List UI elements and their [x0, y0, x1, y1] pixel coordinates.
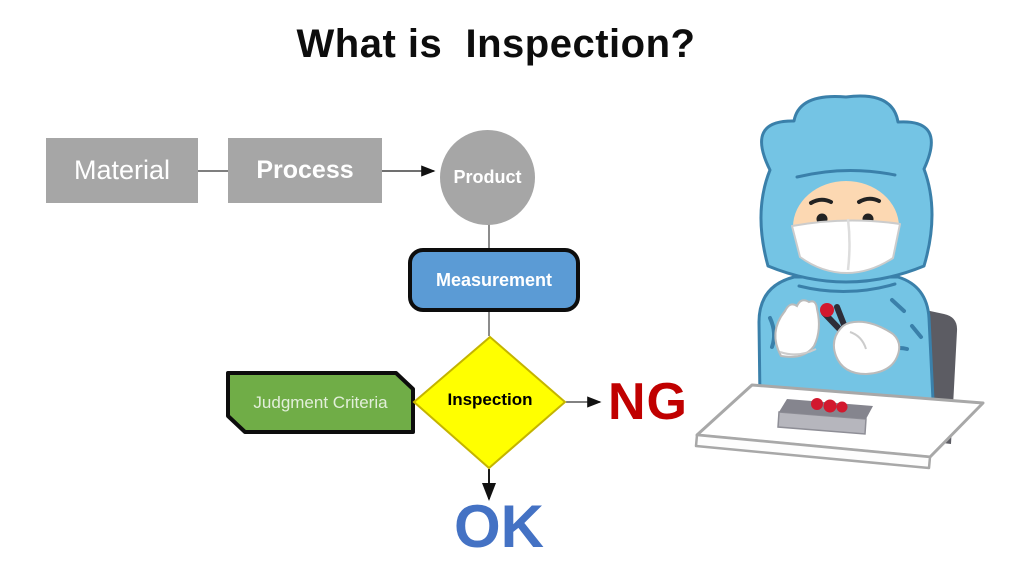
tray-part: [811, 398, 823, 410]
tray-part: [823, 399, 837, 413]
product-circle: Product: [440, 130, 535, 225]
held-part: [820, 303, 834, 317]
ng-result-label: NG: [608, 373, 688, 431]
judgment-criteria-shape: [226, 371, 415, 434]
inspection-diamond-label: Inspection: [447, 390, 533, 409]
ok-result-label: OK: [454, 492, 544, 560]
tray-part: [836, 401, 848, 413]
process-box: Process: [228, 138, 382, 203]
left-glove: [774, 299, 820, 358]
judgment-criteria-label: Judgment Criteria: [253, 392, 388, 412]
right-glove: [832, 320, 901, 376]
inspection-diamond: [412, 335, 567, 470]
parts-tray: [777, 398, 873, 435]
page-title: What is Inspection?: [296, 22, 696, 66]
cleanroom-inspector-illustration: [694, 94, 985, 470]
material-box: Material: [46, 138, 198, 203]
face-mask: [791, 218, 901, 274]
measurement-box: Measurement: [408, 248, 580, 312]
